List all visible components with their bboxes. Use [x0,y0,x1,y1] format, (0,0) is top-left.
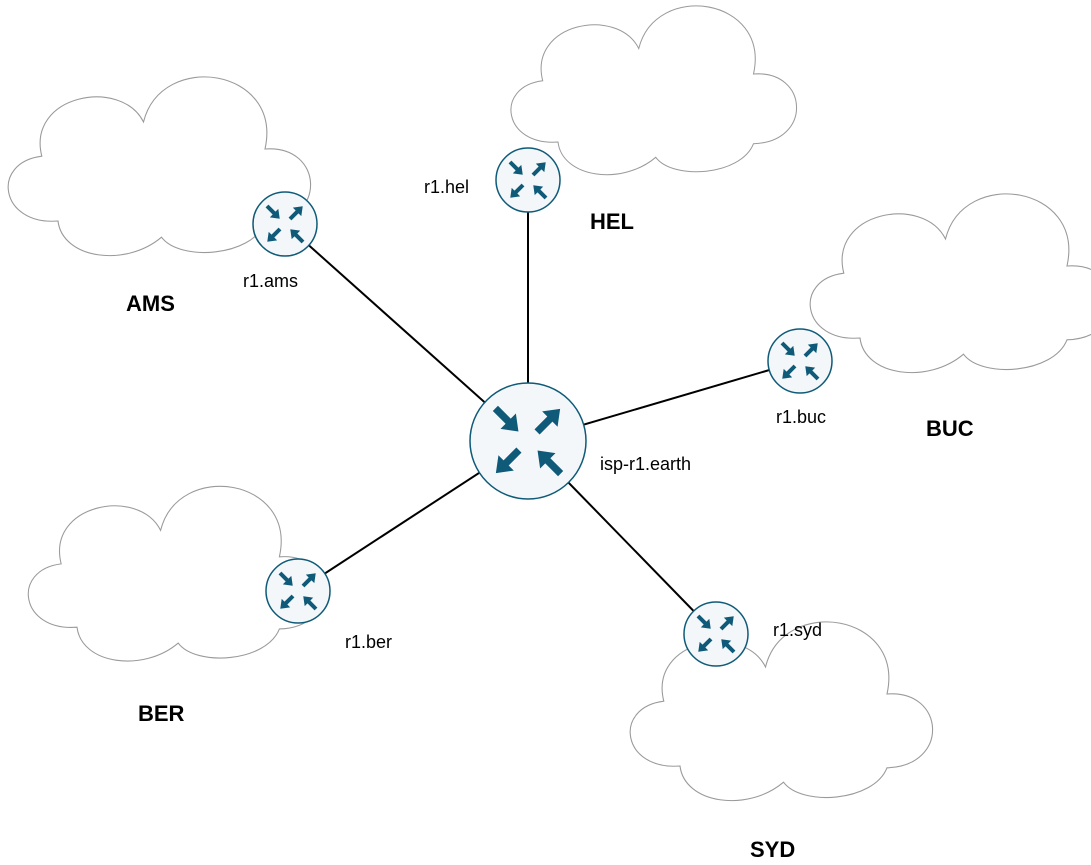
arrow-out-top-right-icon [534,408,561,435]
arrow-out-bottom-left-icon [510,183,525,198]
cloud-ams [7,76,312,257]
router-hel[interactable] [495,147,561,213]
router-buc[interactable] [767,328,833,394]
arrow-in-bottom-right-icon [533,185,548,200]
hub-router-label: isp-r1.earth [600,454,691,474]
arrow-in-bottom-right-icon [303,596,318,611]
router-icon [495,147,561,213]
arrow-in-top-left-icon [508,160,523,175]
router-ams[interactable] [252,191,318,257]
arrow-in-bottom-right-icon [805,366,820,381]
site-label-hel: HEL [590,209,634,234]
arrow-out-bottom-left-icon [698,637,713,652]
arrow-out-top-right-icon [301,573,316,588]
site-label-ams: AMS [126,291,175,316]
router-label-ams: r1.ams [243,271,298,291]
router-label-syd: r1.syd [773,620,822,640]
cloud-hel [510,5,798,176]
router-icon [265,558,331,624]
hub-router[interactable] [469,382,587,500]
router-icon [469,382,587,500]
arrow-in-bottom-right-icon [290,229,305,244]
arrow-out-bottom-left-icon [267,227,282,242]
arrow-in-top-left-icon [696,614,711,629]
site-label-buc: BUC [926,416,974,441]
clouds-layer [7,5,1091,802]
arrow-out-bottom-left-icon [280,594,295,609]
cloud-syd [629,621,934,802]
arrow-in-bottom-right-icon [721,639,736,654]
router-icon [767,328,833,394]
arrow-out-top-right-icon [531,162,546,177]
site-label-syd: SYD [750,837,795,862]
router-icon [683,601,749,667]
router-label-buc: r1.buc [776,407,826,427]
router-label-ber: r1.ber [345,632,392,652]
site-label-ber: BER [138,701,185,726]
router-label-hel: r1.hel [424,177,469,197]
arrow-out-bottom-left-icon [495,447,522,474]
router-ber[interactable] [265,558,331,624]
arrow-in-bottom-right-icon [537,450,564,477]
arrow-in-top-left-icon [278,571,293,586]
cloud-buc [809,193,1091,374]
router-icon [252,191,318,257]
arrow-in-top-left-icon [265,204,280,219]
routers-layer [252,147,833,667]
arrow-out-top-right-icon [803,343,818,358]
arrow-in-top-left-icon [780,341,795,356]
arrow-out-bottom-left-icon [782,364,797,379]
arrow-in-top-left-icon [492,405,519,432]
router-syd[interactable] [683,601,749,667]
arrow-out-top-right-icon [719,616,734,631]
cloud-ber [27,485,325,662]
arrow-out-top-right-icon [288,206,303,221]
